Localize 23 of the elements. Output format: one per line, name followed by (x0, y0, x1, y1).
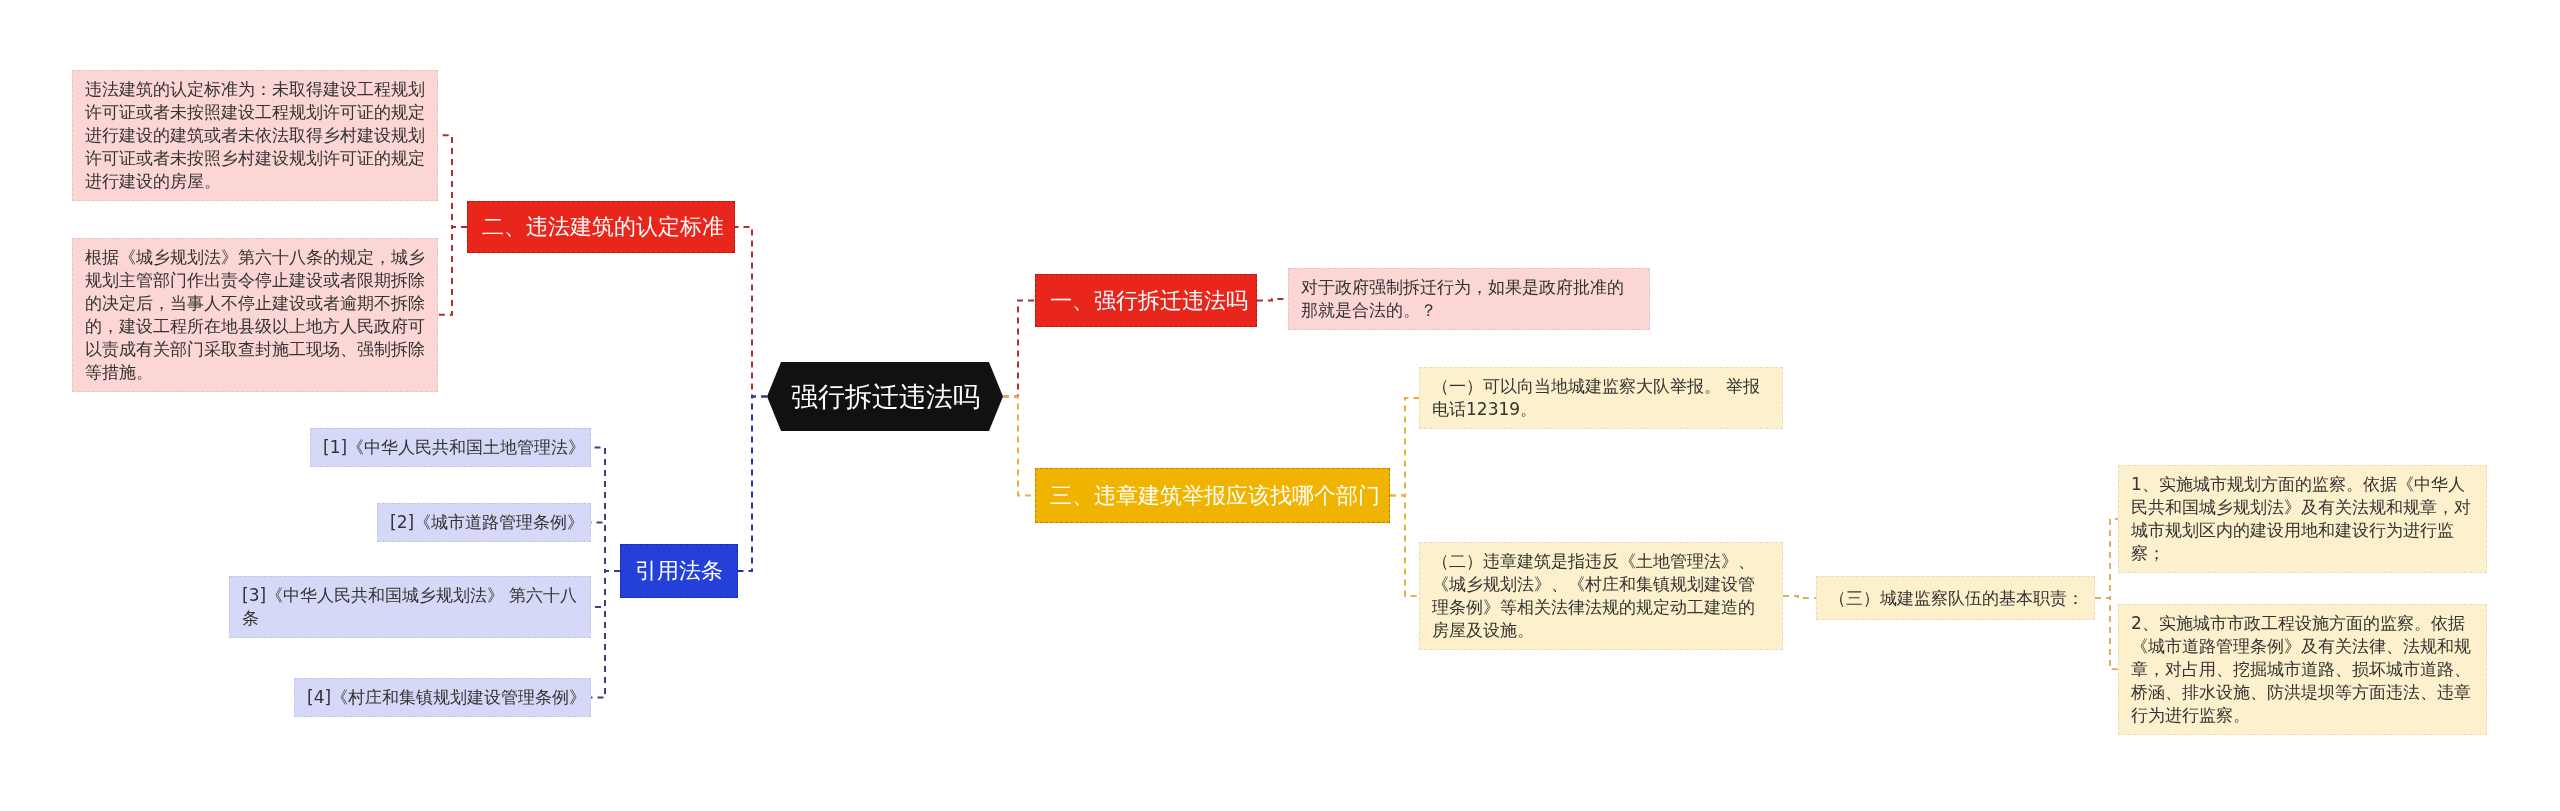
root-topic-box: 强行拆迁违法吗 (767, 362, 1003, 431)
note-box: （二）违章建筑是指违反《土地管理法》、《城乡规划法》、《村庄和集镇规划建设管理条例》等相关法律法规的规定动工建造的房屋及设施。 (1419, 542, 1783, 650)
connector-line (437, 226, 468, 316)
note-box: [3]《中华人民共和国城乡规划法》 第六十八条 (229, 576, 591, 638)
connector-line (1782, 594, 1817, 599)
connector-line (737, 395, 768, 572)
branch-topic-box: 一、强行拆迁违法吗 (1035, 274, 1257, 327)
note-box: [2]《城市道路管理条例》 (377, 503, 591, 542)
branch-topic-box: 三、违章建筑举报应该找哪个部门 (1035, 468, 1390, 523)
note-box: 1、实施城市规划方面的监察。依据《中华人民共和国城乡规划法》及有关法规和规章，对城市规划区内的建设用地和建设行为进行监察； (2118, 465, 2487, 573)
branch-topic-box: 引用法条 (620, 544, 738, 598)
connector-line (1389, 494, 1420, 597)
branch-topic-box: 二、违法建筑的认定标准 (467, 201, 735, 253)
note-box: 根据《城乡规划法》第六十八条的规定，城乡规划主管部门作出责令停止建设或者限期拆除的决定后，当事人不停止建设或者逾期不拆除的，建设工程所在地县级以上地方人民政府可以责成有关部门采取查封施工现场、强制拆除等措施。 (72, 238, 438, 392)
connector-line (2094, 597, 2119, 671)
note-box: [4]《村庄和集镇规划建设管理条例》 (294, 678, 591, 717)
note-box: 违法建筑的认定标准为：未取得建设工程规划许可证或者未按照建设工程规划许可证的规定进行建设的建筑或者未依法取得乡村建设规划许可证或者未按照乡村建设规划许可证的规定进行建设的房屋。 (72, 70, 438, 201)
connector-line (590, 570, 621, 699)
note-box: （一）可以向当地城建监察大队举报。 举报电话12319。 (1419, 367, 1783, 429)
note-box: （三）城建监察队伍的基本职责： (1816, 576, 2095, 620)
note-box: 2、实施城市市政工程设施方面的监察。依据《城市道路管理条例》及有关法律、法规和规章，对占用、挖掘城市道路、损坏城市道路、桥涵、排水设施、防洪堤坝等方面违法、违章行为进行监察。 (2118, 604, 2487, 735)
note-box: 对于政府强制拆迁行为，如果是政府批准的那就是合法的。？ (1288, 268, 1650, 330)
note-box: [1]《中华人民共和国土地管理法》 (310, 428, 591, 467)
